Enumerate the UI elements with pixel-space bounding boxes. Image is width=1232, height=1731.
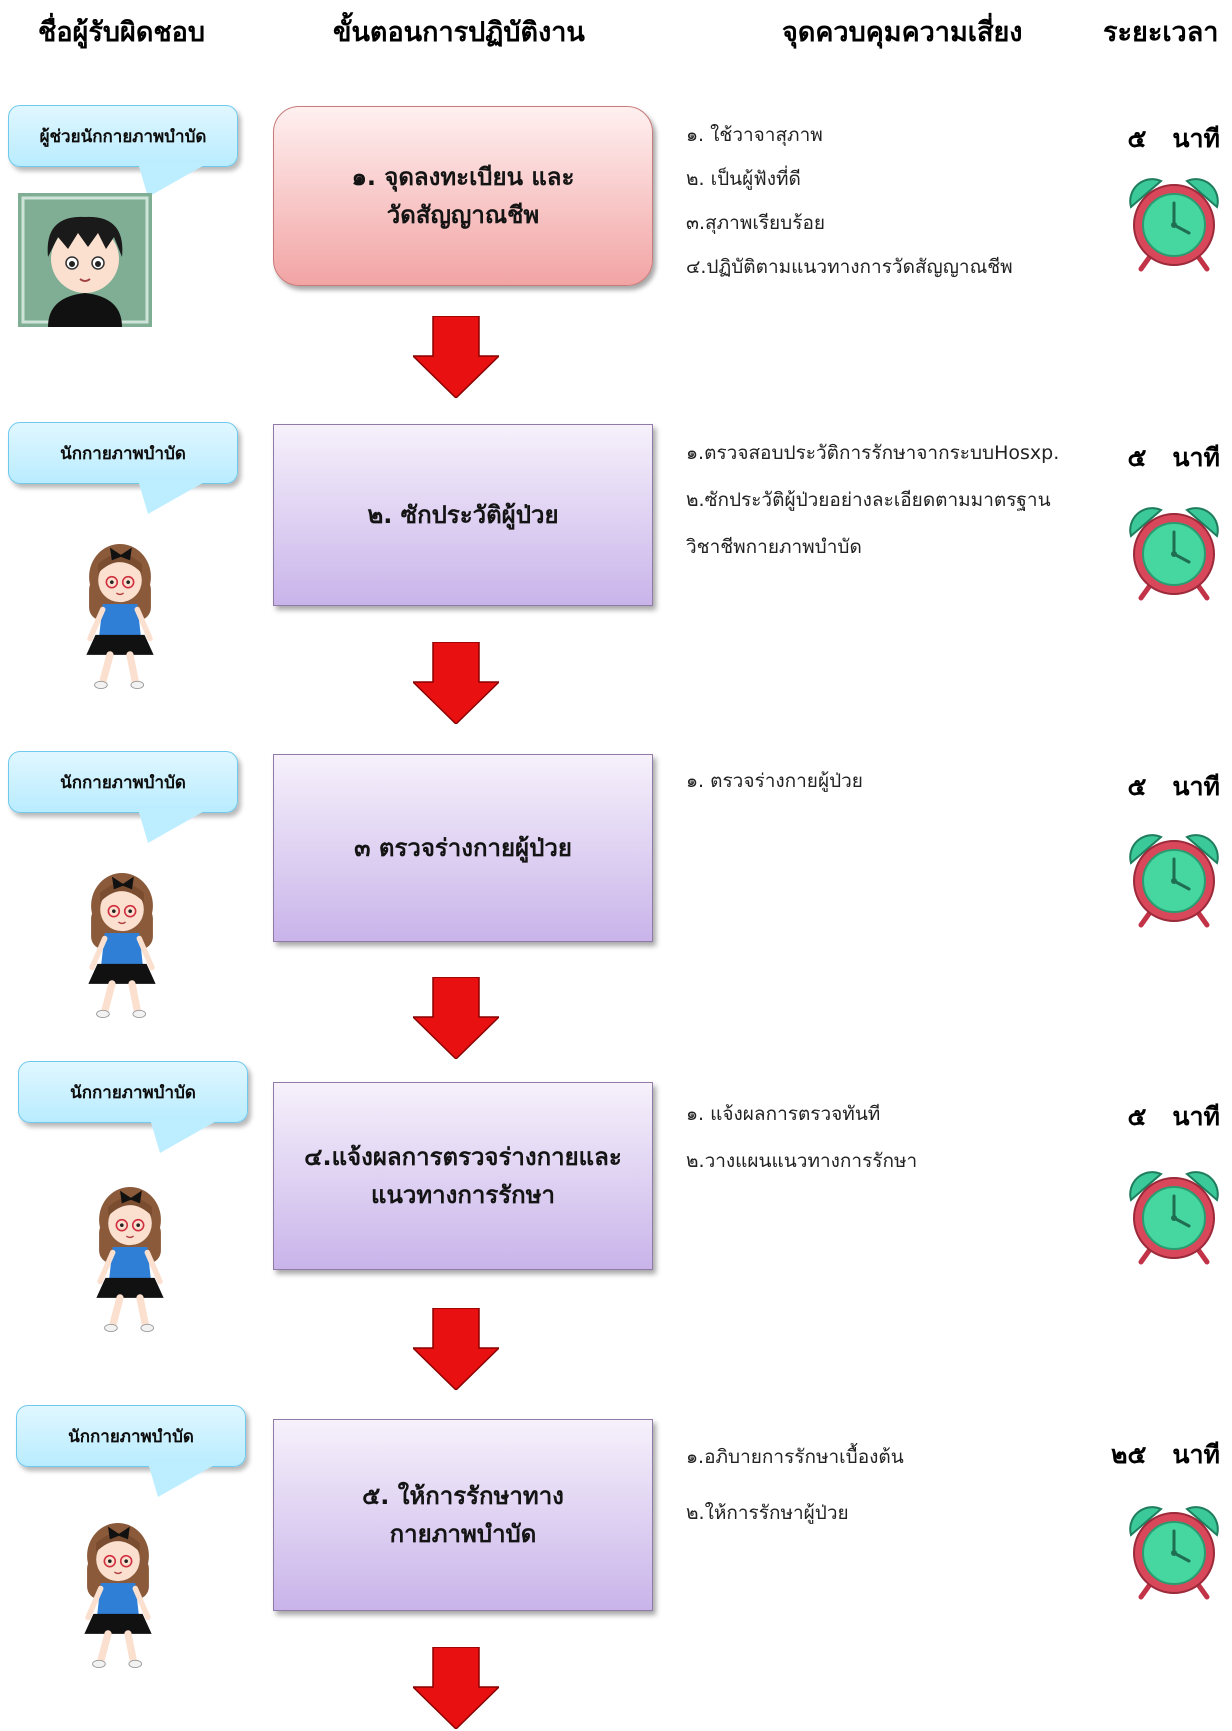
risk-item: ๒.ให้การรักษาผู้ป่วย xyxy=(686,1502,849,1524)
step-title-line2: วัดสัญญาณชีพ xyxy=(386,201,540,229)
risk-list: ๑. ใช้วาจาสุภาพ ๒. เป็นผู้ฟังที่ดี ๓.สุภ… xyxy=(686,113,1013,289)
header-responsible: ชื่อผู้รับผิดชอบ xyxy=(38,17,206,48)
step-title-line1: ๕. ให้การรักษาทาง xyxy=(362,1482,564,1510)
risk-list: ๑.ตรวจสอบประวัติการรักษาจากระบบHosxp. ๒.… xyxy=(686,430,1059,571)
step-box-2: ๒. ซักประวัติผู้ป่วย xyxy=(273,424,653,606)
risk-item: ๒.ซักประวัติผู้ป่วยอย่างละเอียดตามมาตรฐา… xyxy=(686,489,1051,511)
girl-therapist-icon xyxy=(72,863,172,1023)
girl-therapist-icon xyxy=(80,1177,180,1337)
bubble-tail xyxy=(148,1463,218,1497)
header-risk-control: จุดควบคุมความเสี่ยง xyxy=(782,17,1023,48)
responsible-label: นักกายภาพบำบัด xyxy=(60,772,186,793)
risk-item: ๔.ปฏิบัติตามแนวทางการวัดสัญญาณชีพ xyxy=(686,256,1013,278)
duration-unit: นาที xyxy=(1172,1440,1220,1469)
step-box-4: ๔.แจ้งผลการตรวจร่างกายและ แนวทางการรักษา xyxy=(273,1082,653,1270)
responsible-bubble: นักกายภาพบำบัด xyxy=(16,1405,246,1467)
responsible-label: นักกายภาพบำบัด xyxy=(70,1082,196,1103)
girl-therapist-icon xyxy=(68,1513,168,1673)
girl-therapist-icon xyxy=(70,534,170,694)
duration-unit: นาที xyxy=(1172,124,1220,153)
risk-item: ๑. ตรวจร่างกายผู้ป่วย xyxy=(686,770,863,792)
bubble-tail xyxy=(138,809,208,843)
step-title-line1: ๓ ตรวจร่างกายผู้ป่วย xyxy=(354,834,572,862)
risk-item: วิชาชีพกายภาพบำบัด xyxy=(686,536,862,558)
bubble-tail xyxy=(150,1119,220,1153)
responsible-bubble: นักกายภาพบำบัด xyxy=(8,422,238,484)
step-box-1: ๑. จุดลงทะเบียน และ วัดสัญญาณชีพ xyxy=(273,106,653,286)
duration-label: ๕ นาที xyxy=(1127,438,1220,478)
duration-unit: นาที xyxy=(1172,443,1220,472)
step-title-line2: แนวทางการรักษา xyxy=(371,1181,555,1209)
step-box-5: ๕. ให้การรักษาทาง กายภาพบำบัด xyxy=(273,1419,653,1611)
step-title-line1: ๔.แจ้งผลการตรวจร่างกายและ xyxy=(304,1143,622,1171)
risk-item: ๑.ตรวจสอบประวัติการรักษาจากระบบHosxp. xyxy=(686,442,1060,464)
bubble-tail xyxy=(138,480,208,514)
responsible-bubble: นักกายภาพบำบัด xyxy=(18,1061,248,1123)
risk-list: ๑. ตรวจร่างกายผู้ป่วย xyxy=(686,759,863,803)
risk-item: ๒. เป็นผู้ฟังที่ดี xyxy=(686,168,801,190)
responsible-bubble: ผู้ช่วยนักกายภาพบำบัด xyxy=(8,105,238,167)
alarm-clock-icon xyxy=(1121,825,1227,931)
responsible-label: นักกายภาพบำบัด xyxy=(68,1426,194,1447)
duration-label: ๕ นาที xyxy=(1127,119,1220,159)
header-duration: ระยะเวลา xyxy=(1103,17,1219,48)
step-row-4: นักกายภาพบำบัด ๔.แจ้งผลการตรวจร่างกายและ… xyxy=(0,1061,1232,1361)
down-arrow-icon xyxy=(413,977,499,1059)
step-row-1: ผู้ช่วยนักกายภาพบำบัด ๑. จุดลงทะเบียน แล… xyxy=(0,105,1232,405)
step-row-2: นักกายภาพบำบัด ๒. ซักประวัติผู้ป่วย ๑.ตร… xyxy=(0,422,1232,722)
down-arrow-icon xyxy=(413,316,499,398)
down-arrow-icon xyxy=(413,1308,499,1390)
risk-item: ๓.สุภาพเรียบร้อย xyxy=(686,212,825,234)
step-box-3: ๓ ตรวจร่างกายผู้ป่วย xyxy=(273,754,653,942)
duration-label: ๕ นาที xyxy=(1127,767,1220,807)
step-row-5: นักกายภาพบำบัด ๕. ให้การรักษาทาง กายภาพบ… xyxy=(0,1405,1232,1705)
down-arrow-icon xyxy=(413,1647,499,1729)
risk-item: ๑.อภิบายการรักษาเบื้องต้น xyxy=(686,1446,904,1468)
step-title-line1: ๑. จุดลงทะเบียน และ xyxy=(351,163,575,191)
header-procedure: ขั้นตอนการปฏิบัติงาน xyxy=(333,17,585,48)
step-row-3: นักกายภาพบำบัด ๓ ตรวจร่างกายผู้ป่วย ๑. ต… xyxy=(0,751,1232,1051)
alarm-clock-icon xyxy=(1121,1162,1227,1268)
duration-value: ๕ xyxy=(1127,772,1147,801)
risk-list: ๑. แจ้งผลการตรวจทันที ๒.วางแผนแนวทางการร… xyxy=(686,1091,917,1185)
duration-label: ๒๕ นาที xyxy=(1111,1435,1220,1475)
duration-unit: นาที xyxy=(1172,1102,1220,1131)
duration-unit: นาที xyxy=(1172,772,1220,801)
step-title-line1: ๒. ซักประวัติผู้ป่วย xyxy=(367,501,559,529)
duration-label: ๕ นาที xyxy=(1127,1097,1220,1137)
responsible-label: ผู้ช่วยนักกายภาพบำบัด xyxy=(39,126,207,147)
down-arrow-icon xyxy=(413,642,499,724)
risk-item: ๑. ใช้วาจาสุภาพ xyxy=(686,124,823,146)
duration-value: ๕ xyxy=(1127,1102,1147,1131)
boy-avatar-icon xyxy=(18,193,152,327)
responsible-bubble: นักกายภาพบำบัด xyxy=(8,751,238,813)
alarm-clock-icon xyxy=(1121,498,1227,604)
bubble-tail xyxy=(138,163,208,197)
risk-item: ๒.วางแผนแนวทางการรักษา xyxy=(686,1150,918,1172)
duration-value: ๒๕ xyxy=(1110,1440,1147,1469)
risk-list: ๑.อภิบายการรักษาเบื้องต้น ๒.ให้การรักษาผ… xyxy=(686,1429,904,1541)
duration-value: ๕ xyxy=(1127,443,1147,472)
step-title-line2: กายภาพบำบัด xyxy=(389,1520,537,1548)
responsible-label: นักกายภาพบำบัด xyxy=(60,443,186,464)
alarm-clock-icon xyxy=(1121,1497,1227,1603)
alarm-clock-icon xyxy=(1121,169,1227,275)
duration-value: ๕ xyxy=(1127,124,1147,153)
risk-item: ๑. แจ้งผลการตรวจทันที xyxy=(686,1103,881,1125)
